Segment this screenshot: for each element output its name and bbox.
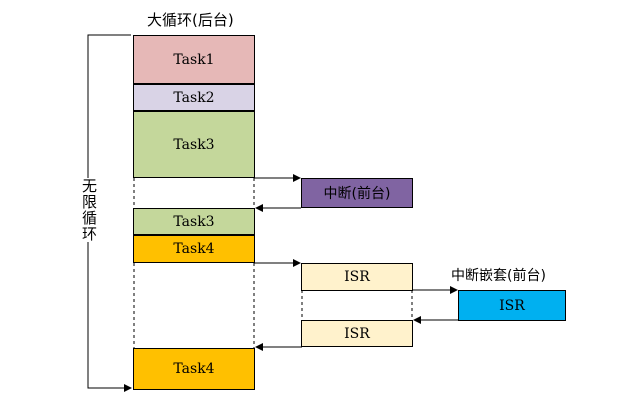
isr-box: ISR xyxy=(301,320,413,347)
task-box: Task3 xyxy=(133,208,255,235)
interrupt-box: 中断(前台) xyxy=(301,178,413,208)
main-loop-label: 大循环(后台) xyxy=(147,11,234,29)
task-box: Task3 xyxy=(133,111,255,178)
task-box: Task4 xyxy=(133,348,255,390)
nested-interrupt-label: 中断嵌套(前台) xyxy=(451,268,546,284)
task-box: Task2 xyxy=(133,84,255,111)
infinite-loop-label: 无限循环 xyxy=(79,178,100,242)
isr-box: ISR xyxy=(301,263,413,291)
nested-isr-box: ISR xyxy=(458,290,566,321)
task-box: Task4 xyxy=(133,235,255,263)
task-box: Task1 xyxy=(133,35,255,84)
